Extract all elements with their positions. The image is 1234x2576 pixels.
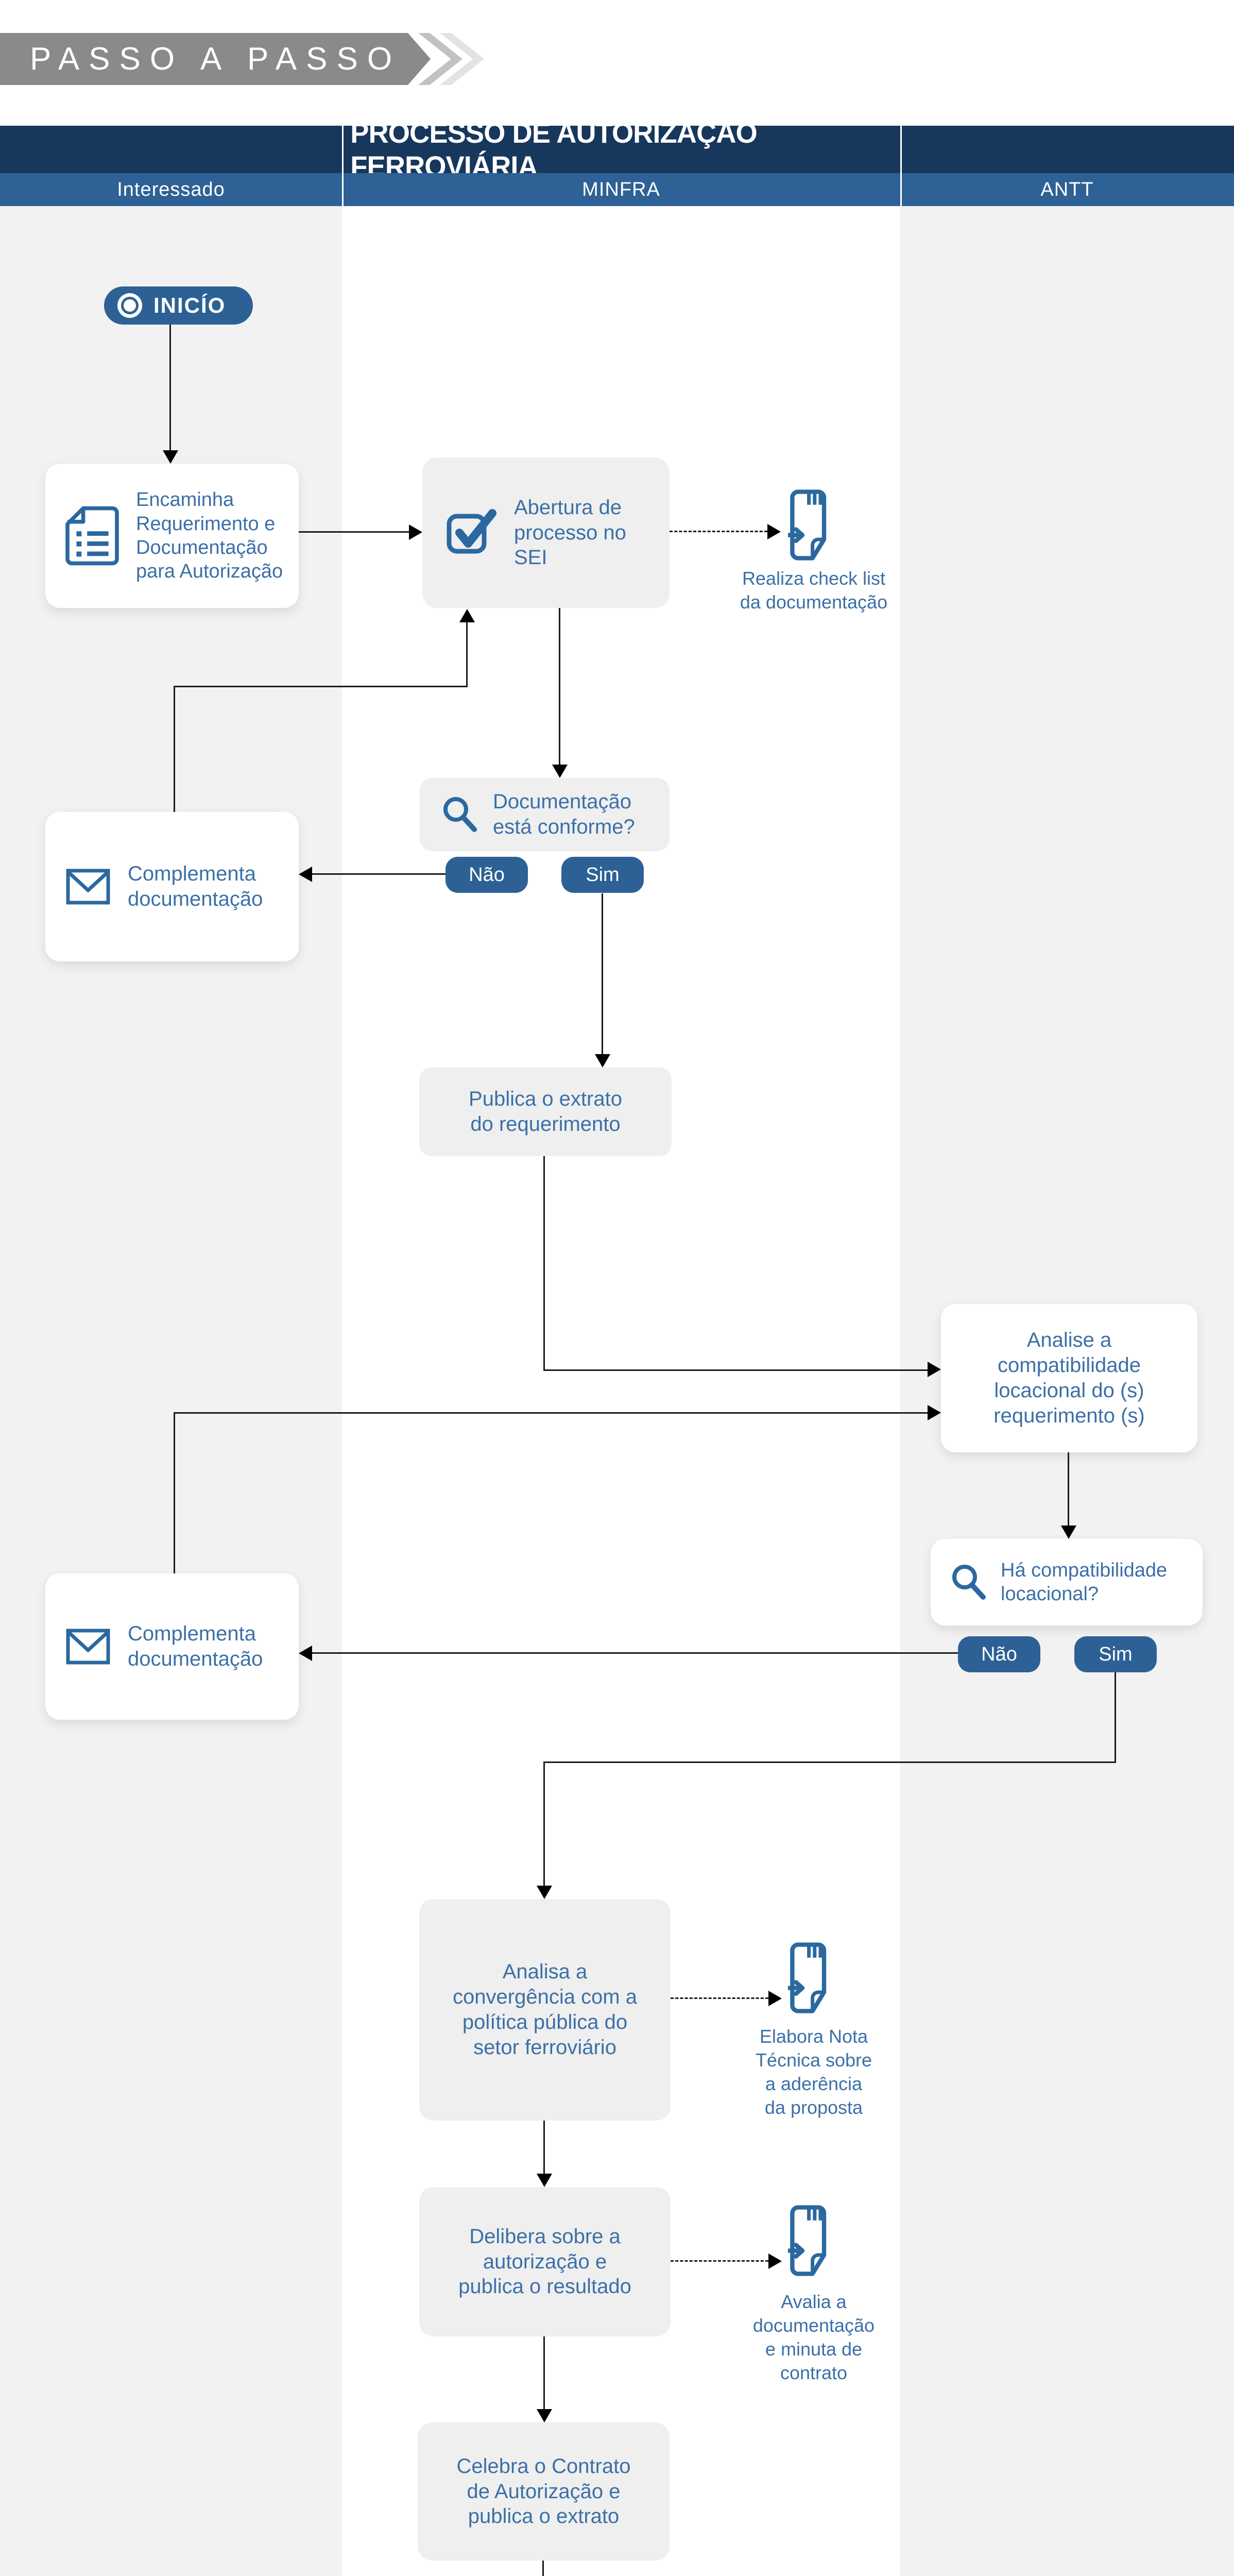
process-title-band bbox=[0, 126, 1234, 173]
connector-sim2-down bbox=[1115, 1672, 1116, 1763]
decision-ha-compatibilidade: Há compatibilidade locacional? bbox=[931, 1539, 1203, 1625]
connector-sim2-left bbox=[543, 1761, 1116, 1763]
step-label: Publica o extrato do requerimento bbox=[469, 1088, 622, 1136]
connector-complementa2-up bbox=[174, 1413, 175, 1573]
connector-inicio-to-encaminha bbox=[169, 325, 171, 450]
step-publica-extrato: Publica o extrato do requerimento bbox=[419, 1067, 672, 1156]
connector-nao2-to-complementa2 bbox=[312, 1652, 958, 1654]
step-label: Complementa documentação bbox=[128, 1622, 263, 1670]
arrowhead-into-avalia-annotation bbox=[768, 2253, 782, 2269]
start-ring-icon bbox=[117, 293, 142, 318]
step-delibera-autorizacao: Delibera sobre a autorização e publica o… bbox=[419, 2187, 671, 2336]
arrowhead-into-decision-2 bbox=[1061, 1526, 1076, 1539]
step-abertura-processo-sei: Abertura de processo no SEI bbox=[422, 457, 670, 608]
lane-header-interessado: Interessado bbox=[117, 178, 225, 200]
connector-publica-down bbox=[543, 1156, 545, 1370]
step-encaminha-requerimento: Encaminha Requerimento e Documentação pa… bbox=[45, 464, 299, 608]
document-form-icon bbox=[65, 506, 119, 566]
step-complementa-documentacao-1: Complementa documentação bbox=[45, 812, 299, 961]
connector-publica-right bbox=[543, 1369, 928, 1371]
connector-complementa1-right bbox=[174, 686, 468, 687]
arrowhead-into-delibera bbox=[537, 2174, 552, 2187]
connector-nao1-to-complementa1 bbox=[312, 873, 445, 875]
annotation-avalia-documentacao: Avalia a documentação e minuta de contra… bbox=[752, 2291, 875, 2384]
connector-complementa2-right bbox=[174, 1412, 928, 1414]
banner-label: PASSO A PASSO bbox=[30, 41, 402, 77]
step-label: Delibera sobre a autorização e publica o… bbox=[458, 2225, 631, 2298]
connector-abertura-to-decision bbox=[559, 608, 560, 765]
lane-divider-right bbox=[900, 114, 902, 206]
lane-header-band bbox=[0, 173, 1234, 206]
start-badge: INICÍO bbox=[104, 286, 253, 325]
connector-complementa1-up bbox=[174, 686, 175, 812]
arrowhead-into-checklist-annotation bbox=[767, 524, 781, 539]
connector-sim2-to-analisa bbox=[543, 1761, 545, 1886]
arrowhead-into-analise-2 bbox=[928, 1405, 941, 1420]
step-label: Analisa a convergência com a política pú… bbox=[453, 1960, 637, 2059]
file-forward-icon-3 bbox=[788, 2205, 827, 2276]
arrowhead-into-abertura-bottom bbox=[459, 609, 475, 622]
file-forward-icon-1 bbox=[788, 489, 827, 561]
arrowhead-into-complementa1 bbox=[299, 867, 312, 882]
decision-label: Documentação está conforme? bbox=[493, 790, 635, 838]
arrowhead-into-celebra bbox=[537, 2409, 552, 2422]
step-celebra-contrato: Celebra o Contrato de Autorização e publ… bbox=[418, 2422, 670, 2561]
file-forward-icon-2 bbox=[788, 1942, 827, 2013]
arrowhead-into-nota-annotation bbox=[768, 1991, 782, 2006]
annotation-elabora-nota: Elabora Nota Técnica sobre a aderência d… bbox=[755, 2026, 872, 2119]
step-complementa-documentacao-2: Complementa documentação bbox=[45, 1573, 299, 1720]
dashed-connector-abertura-to-checklist bbox=[670, 531, 767, 532]
button-nao-2: Não bbox=[958, 1636, 1040, 1672]
decision-documentacao-conforme: Documentação está conforme? bbox=[420, 778, 670, 851]
step-analise-compatibilidade: Analise a compatibilidade locacional do … bbox=[941, 1304, 1197, 1452]
arrowhead-into-encaminha bbox=[163, 450, 178, 464]
step-analisa-convergencia: Analisa a convergência com a política pú… bbox=[419, 1899, 671, 2121]
checkbox-icon bbox=[447, 509, 496, 554]
connector-analise-to-decision2 bbox=[1068, 1452, 1069, 1526]
lane-header-minfra: MINFRA bbox=[582, 178, 660, 200]
button-nao-1: Não bbox=[445, 857, 528, 893]
passo-a-passo-banner: PASSO A PASSO bbox=[0, 33, 431, 85]
magnifier-icon-2 bbox=[952, 1565, 986, 1600]
process-title: PROCESSO DE AUTORIZAÇÃO FERROVIÁRIA bbox=[350, 116, 758, 182]
arrowhead-into-analise-1 bbox=[928, 1362, 941, 1377]
dashed-connector-analisa-to-nota bbox=[671, 1997, 768, 1999]
envelope-icon-1 bbox=[66, 869, 110, 905]
annotation-realiza-checklist: Realiza check list da documentação bbox=[740, 568, 888, 613]
step-label: Analise a compatibilidade locacional do … bbox=[993, 1329, 1145, 1427]
decision-label: Há compatibilidade locacional? bbox=[1001, 1559, 1168, 1605]
arrowhead-into-abertura bbox=[409, 524, 422, 540]
lane-header-antt: ANTT bbox=[1040, 178, 1094, 200]
dashed-connector-delibera-to-avalia bbox=[671, 2260, 768, 2262]
step-label: Complementa documentação bbox=[128, 862, 263, 910]
button-sim-2: Sim bbox=[1074, 1636, 1157, 1672]
connector-encaminha-to-abertura bbox=[299, 531, 409, 533]
start-label: INICÍO bbox=[153, 293, 226, 317]
lane-divider-left bbox=[342, 114, 344, 206]
connector-celebra-to-envia bbox=[542, 2561, 544, 2576]
magnifier-icon-1 bbox=[443, 797, 477, 832]
connector-complementa1-to-abertura bbox=[466, 622, 468, 687]
envelope-icon-2 bbox=[66, 1629, 110, 1665]
arrowhead-into-decision-1 bbox=[552, 765, 568, 778]
arrowhead-into-complementa2 bbox=[299, 1646, 312, 1661]
arrowhead-into-analisa-convergencia bbox=[537, 1886, 552, 1899]
connector-sim1-to-publica bbox=[602, 893, 603, 1054]
button-sim-1: Sim bbox=[561, 857, 644, 893]
arrowhead-into-publica bbox=[595, 1054, 610, 1067]
connector-delibera-to-celebra bbox=[543, 2336, 545, 2409]
step-label: Celebra o Contrato de Autorização e publ… bbox=[456, 2454, 631, 2528]
step-label: Encaminha Requerimento e Documentação pa… bbox=[136, 489, 283, 583]
connector-analisa-to-delibera bbox=[543, 2121, 545, 2174]
step-label: Abertura de processo no SEI bbox=[514, 496, 626, 569]
